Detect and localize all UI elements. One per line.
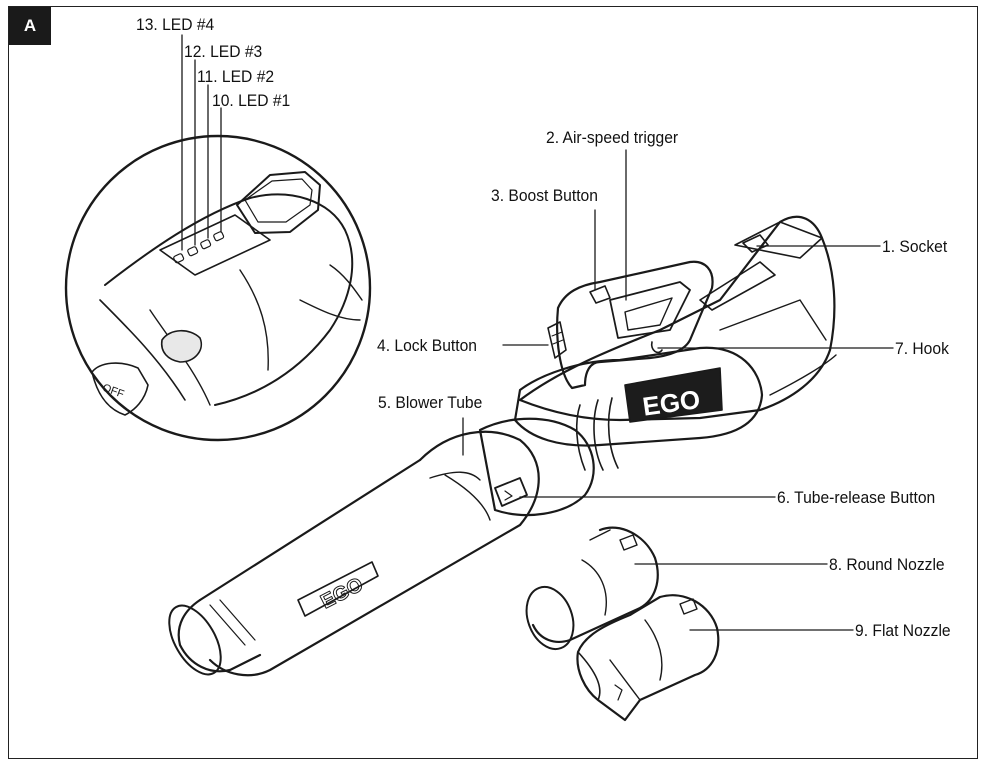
label-hook: 7. Hook: [895, 339, 949, 358]
label-air-speed-trigger: 2. Air-speed trigger: [546, 128, 679, 147]
hook-part: [650, 341, 663, 354]
label-tube-release-button: 6. Tube-release Button: [777, 488, 936, 507]
leader-lines: [181, 34, 894, 631]
label-lock-button: 4. Lock Button: [377, 336, 477, 355]
blower-body: EGO EGO: [168, 215, 837, 677]
tube-logo-text: EGO: [317, 574, 367, 614]
label-flat-nozzle: 9. Flat Nozzle: [855, 621, 951, 640]
label-round-nozzle: 8. Round Nozzle: [829, 555, 945, 574]
lock-button-part: [547, 321, 567, 359]
label-socket: 1. Socket: [882, 237, 948, 256]
tube-release-part: [494, 477, 528, 507]
body-logo-plate: [624, 367, 723, 423]
socket-part: [742, 234, 769, 253]
label-blower-tube: 5. Blower Tube: [378, 393, 483, 412]
label-led-1: 10. LED #1: [212, 91, 291, 110]
label-boost-button: 3. Boost Button: [491, 186, 598, 205]
label-led-3: 12. LED #3: [184, 42, 263, 61]
led-inset-magnifier: OFF: [64, 134, 372, 442]
label-led-4: 13. LED #4: [136, 15, 215, 34]
flat-nozzle: [576, 594, 720, 722]
figure-frame: [8, 6, 978, 759]
label-led-2: 11. LED #2: [197, 67, 275, 86]
boost-button-part: [589, 285, 611, 304]
figure-badge: A: [9, 7, 51, 45]
led-indicator-strip: [173, 231, 225, 264]
round-nozzle: [525, 526, 659, 650]
